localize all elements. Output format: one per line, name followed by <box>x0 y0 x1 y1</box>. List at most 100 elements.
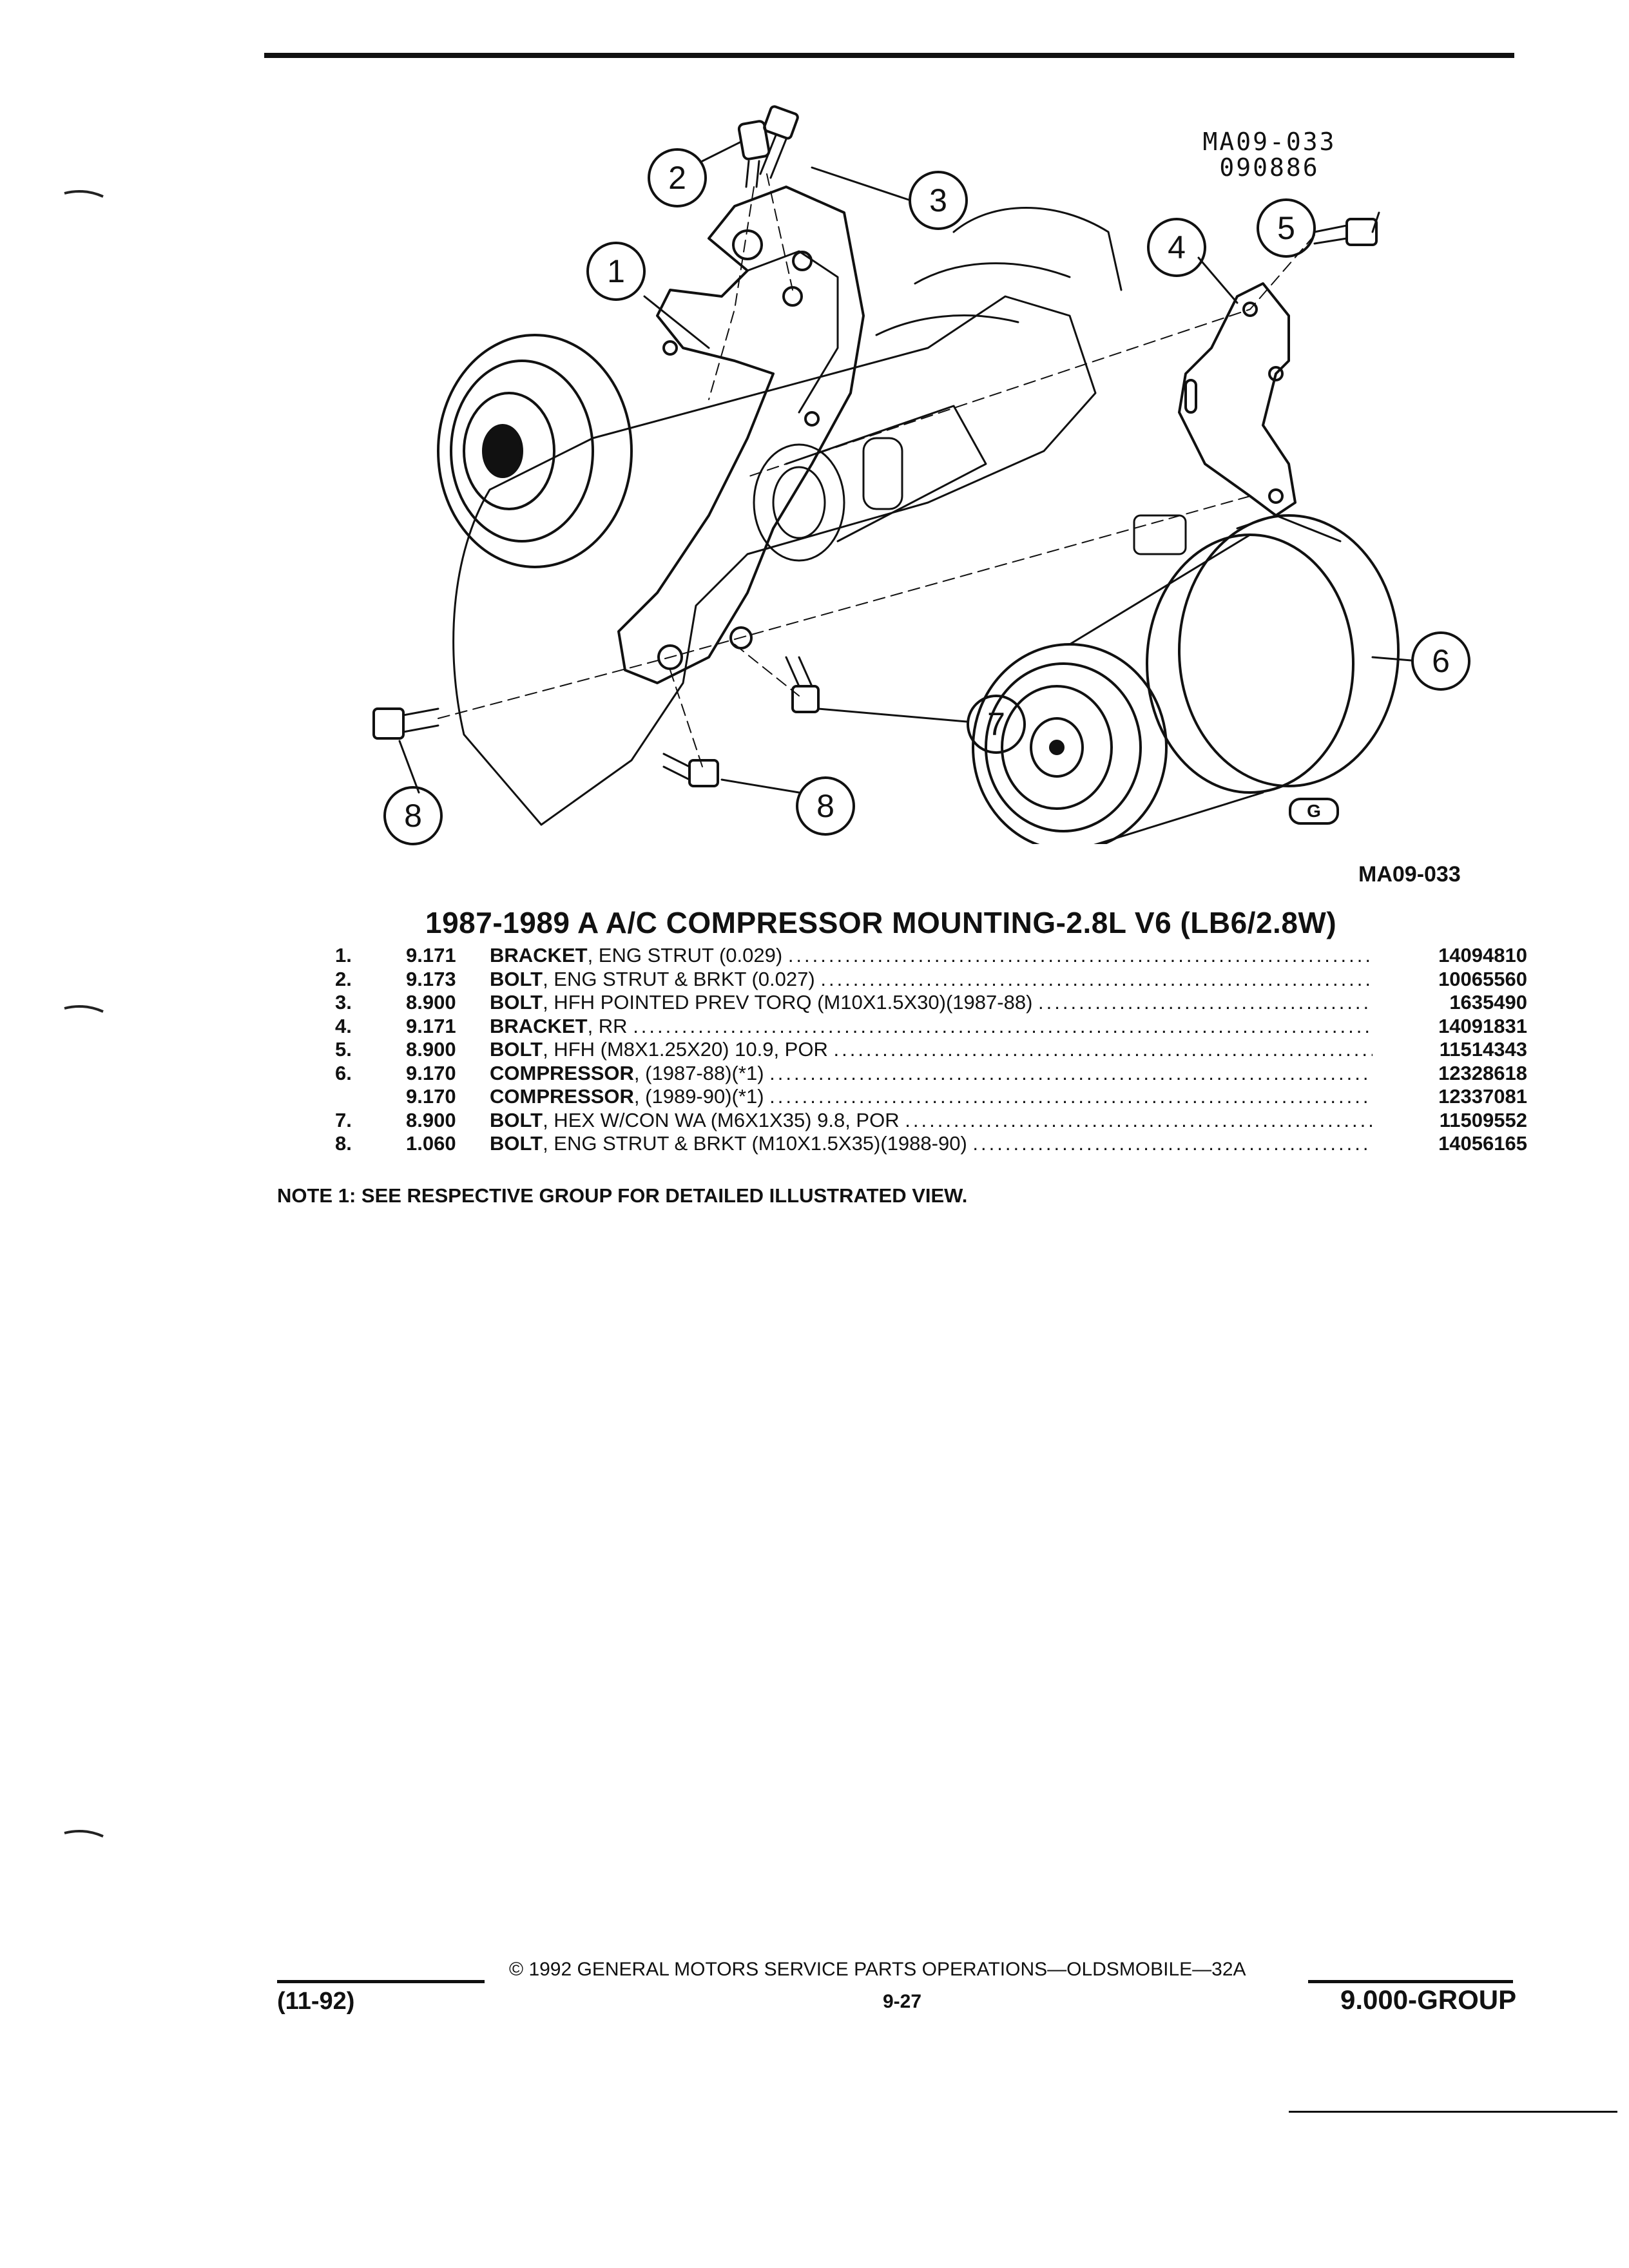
parts-row: 1. 9.171 BRACKET, ENG STRUT (0.029) ....… <box>329 944 1527 968</box>
compressor <box>972 514 1400 852</box>
part-name: BOLT <box>490 1108 543 1131</box>
bottom-right-rule <box>1289 2111 1617 2113</box>
callout-8a: 8 <box>383 786 443 845</box>
leader-dots: ........................................… <box>769 1061 1373 1084</box>
parts-row: 9.170 COMPRESSOR, (1989-90)(*1) ........… <box>329 1085 1527 1109</box>
footer-rule-right <box>1308 1980 1513 1983</box>
callout-2: 2 <box>648 148 707 207</box>
part-number: 1635490 <box>1449 991 1527 1014</box>
item-number: 2. <box>335 967 352 990</box>
callout-5: 5 <box>1257 198 1316 258</box>
leader-dots: ........................................… <box>787 944 1373 966</box>
part-description: BOLT, HEX W/CON WA (M6X1X35) 9.8, POR ..… <box>490 1109 1373 1132</box>
group-code: 1.060 <box>406 1132 456 1155</box>
part-number: 12337081 <box>1438 1085 1527 1108</box>
part-name: BOLT <box>490 1038 543 1061</box>
part-detail: , HEX W/CON WA (M6X1X35) 9.8, POR <box>543 1108 900 1131</box>
leader-dots: ........................................… <box>972 1132 1373 1155</box>
page-title: 1987-1989 A A/C COMPRESSOR MOUNTING-2.8L… <box>425 906 1337 939</box>
part-description: COMPRESSOR, (1989-90)(*1) ..............… <box>490 1085 1373 1108</box>
top-rule <box>264 53 1514 58</box>
part-number: 14056165 <box>1438 1132 1527 1155</box>
part-description: BOLT, HFH (M8X1.25X20) 10.9, POR .......… <box>490 1038 1373 1061</box>
callout-3: 3 <box>909 171 968 230</box>
part-number: 11509552 <box>1439 1108 1527 1131</box>
part-number: 10065560 <box>1438 967 1527 990</box>
part-number: 14094810 <box>1438 944 1527 966</box>
leader-dots: ........................................… <box>820 967 1373 990</box>
footer-group: 9.000-GROUP <box>1340 1984 1517 2015</box>
parts-row: 7. 8.900 BOLT, HEX W/CON WA (M6X1X35) 9.… <box>329 1109 1527 1133</box>
group-code: 9.170 <box>406 1061 456 1084</box>
callout-6: 6 <box>1411 631 1470 691</box>
part-detail: , (1987-88)(*1) <box>633 1061 764 1084</box>
part-name: BRACKET <box>490 944 588 966</box>
group-code: 9.170 <box>406 1085 456 1108</box>
part-detail: , HFH (M8X1.25X20) 10.9, POR <box>543 1038 828 1061</box>
parts-row: 6. 9.170 COMPRESSOR, (1987-88)(*1) .....… <box>329 1062 1527 1086</box>
part-name: COMPRESSOR <box>490 1085 634 1108</box>
crank-pulley <box>437 334 633 568</box>
part-description: BOLT, HFH POINTED PREV TORQ (M10X1.5X30)… <box>490 991 1373 1014</box>
leader-dots: ........................................… <box>633 1014 1373 1037</box>
parts-row: 2. 9.173 BOLT, ENG STRUT & BRKT (0.027) … <box>329 968 1527 992</box>
exploded-diagram: 2 1 3 4 5 6 7 8 8 G <box>348 103 1470 852</box>
footer-rule-left <box>277 1980 485 1983</box>
group-code: 8.900 <box>406 991 456 1014</box>
parts-row: 4. 9.171 BRACKET, RR ...................… <box>329 1015 1527 1039</box>
part-number: 12328618 <box>1438 1061 1527 1084</box>
leader-dots: ........................................… <box>905 1108 1373 1131</box>
group-code: 8.900 <box>406 1108 456 1131</box>
diagram-code-line2: 090886 <box>1219 153 1320 182</box>
diagram-code: MA09-033 090886 <box>1186 129 1353 180</box>
diagram-code-line1: MA09-033 <box>1202 128 1336 156</box>
bolt-8b <box>662 753 719 787</box>
group-code: 9.171 <box>406 944 456 966</box>
rear-bracket <box>1178 282 1296 517</box>
parts-row: 8. 1.060 BOLT, ENG STRUT & BRKT (M10X1.5… <box>329 1132 1527 1156</box>
part-name: COMPRESSOR <box>490 1061 634 1084</box>
callout-8b: 8 <box>796 776 855 836</box>
part-description: COMPRESSOR, (1987-88)(*1) ..............… <box>490 1062 1373 1085</box>
part-description: BOLT, ENG STRUT & BRKT (0.027) .........… <box>490 968 1373 991</box>
parts-list: 1. 9.171 BRACKET, ENG STRUT (0.029) ....… <box>329 944 1527 1156</box>
part-name: BOLT <box>490 967 543 990</box>
footnote: NOTE 1: SEE RESPECTIVE GROUP FOR DETAILE… <box>277 1184 968 1207</box>
leader-dots: ........................................… <box>1038 991 1373 1014</box>
bolt-8a <box>372 707 439 740</box>
margin-marks <box>64 189 104 1838</box>
callout-4: 4 <box>1147 218 1206 277</box>
item-number: 4. <box>335 1014 352 1037</box>
part-detail: , (1989-90)(*1) <box>633 1085 764 1108</box>
parts-row: 5. 8.900 BOLT, HFH (M8X1.25X20) 10.9, PO… <box>329 1038 1527 1062</box>
part-name: BOLT <box>490 991 543 1014</box>
part-description: BRACKET, ENG STRUT (0.029) .............… <box>490 944 1373 967</box>
part-detail: , HFH POINTED PREV TORQ (M10X1.5X30)(198… <box>543 991 1033 1014</box>
part-detail: , ENG STRUT (0.029) <box>587 944 783 966</box>
footer-page-number: 9-27 <box>883 1991 922 2012</box>
group-code: 8.900 <box>406 1038 456 1061</box>
callout-1: 1 <box>586 242 646 301</box>
leader-dots: ........................................… <box>833 1038 1373 1061</box>
part-number: 14091831 <box>1438 1014 1527 1037</box>
item-number: 8. <box>335 1132 352 1155</box>
footer-date: (11-92) <box>277 1988 355 2015</box>
engine-block <box>452 295 1097 826</box>
leader-dots: ........................................… <box>769 1085 1373 1108</box>
part-name: BOLT <box>490 1132 543 1155</box>
group-code: 9.173 <box>406 967 456 990</box>
part-description: BRACKET, RR ............................… <box>490 1015 1373 1038</box>
part-detail: , RR <box>587 1014 628 1037</box>
strut-bracket <box>617 186 865 684</box>
part-description: BOLT, ENG STRUT & BRKT (M10X1.5X35)(1988… <box>490 1132 1373 1155</box>
item-number: 1. <box>335 944 352 966</box>
item-number: 5. <box>335 1038 352 1061</box>
bolt-5 <box>1313 218 1378 246</box>
diagram-bottom-code: MA09-033 <box>1358 862 1461 887</box>
item-number: 3. <box>335 991 352 1014</box>
part-name: BRACKET <box>490 1014 588 1037</box>
callout-7: 7 <box>967 695 1026 754</box>
part-detail: , ENG STRUT & BRKT (M10X1.5X35)(1988-90) <box>543 1132 967 1155</box>
item-number: 6. <box>335 1061 352 1084</box>
part-detail: , ENG STRUT & BRKT (0.027) <box>543 967 815 990</box>
